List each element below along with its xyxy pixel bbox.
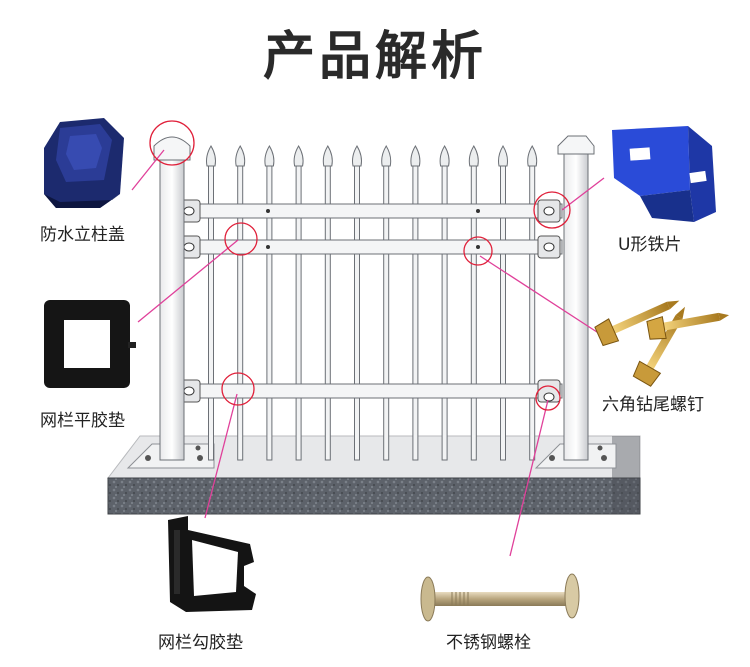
picket-spear-tip xyxy=(264,145,275,167)
label-screw: 六角钻尾螺钉 xyxy=(602,395,704,415)
label-bolt: 不锈钢螺栓 xyxy=(446,633,531,653)
highlight-circles xyxy=(149,120,571,411)
concrete-base xyxy=(106,435,641,515)
post-cap-image xyxy=(44,118,124,208)
post-right xyxy=(557,135,595,461)
picket-spear-tip xyxy=(439,145,450,167)
u-bracket-image xyxy=(612,126,716,222)
label-post-cap: 防水立柱盖 xyxy=(40,225,125,245)
page-title: 产品解析 xyxy=(262,27,487,87)
picket-spear-tip xyxy=(468,145,479,167)
label-u-bracket: U形铁片 xyxy=(618,235,682,255)
picket-spear-tip xyxy=(498,145,508,167)
picket-spear-tip xyxy=(322,145,333,167)
picket-spear-tip xyxy=(410,145,421,167)
picket-spear-tip xyxy=(293,145,304,167)
picket-spear-tip xyxy=(206,145,216,167)
flat-gasket-image xyxy=(44,300,136,388)
picket-spear-tip xyxy=(352,145,362,167)
picket-spear-tip xyxy=(235,145,246,167)
hook-gasket-image xyxy=(168,516,256,612)
fence-pickets xyxy=(206,145,538,461)
bolt-image xyxy=(420,573,580,622)
post-left xyxy=(153,136,191,461)
screw-image xyxy=(594,300,730,387)
picket-spear-tip xyxy=(527,145,538,167)
picket-spear-tip xyxy=(381,145,392,167)
label-flat-gasket: 网栏平胶垫 xyxy=(40,411,125,431)
label-hook-gasket: 网栏勾胶垫 xyxy=(158,633,243,653)
